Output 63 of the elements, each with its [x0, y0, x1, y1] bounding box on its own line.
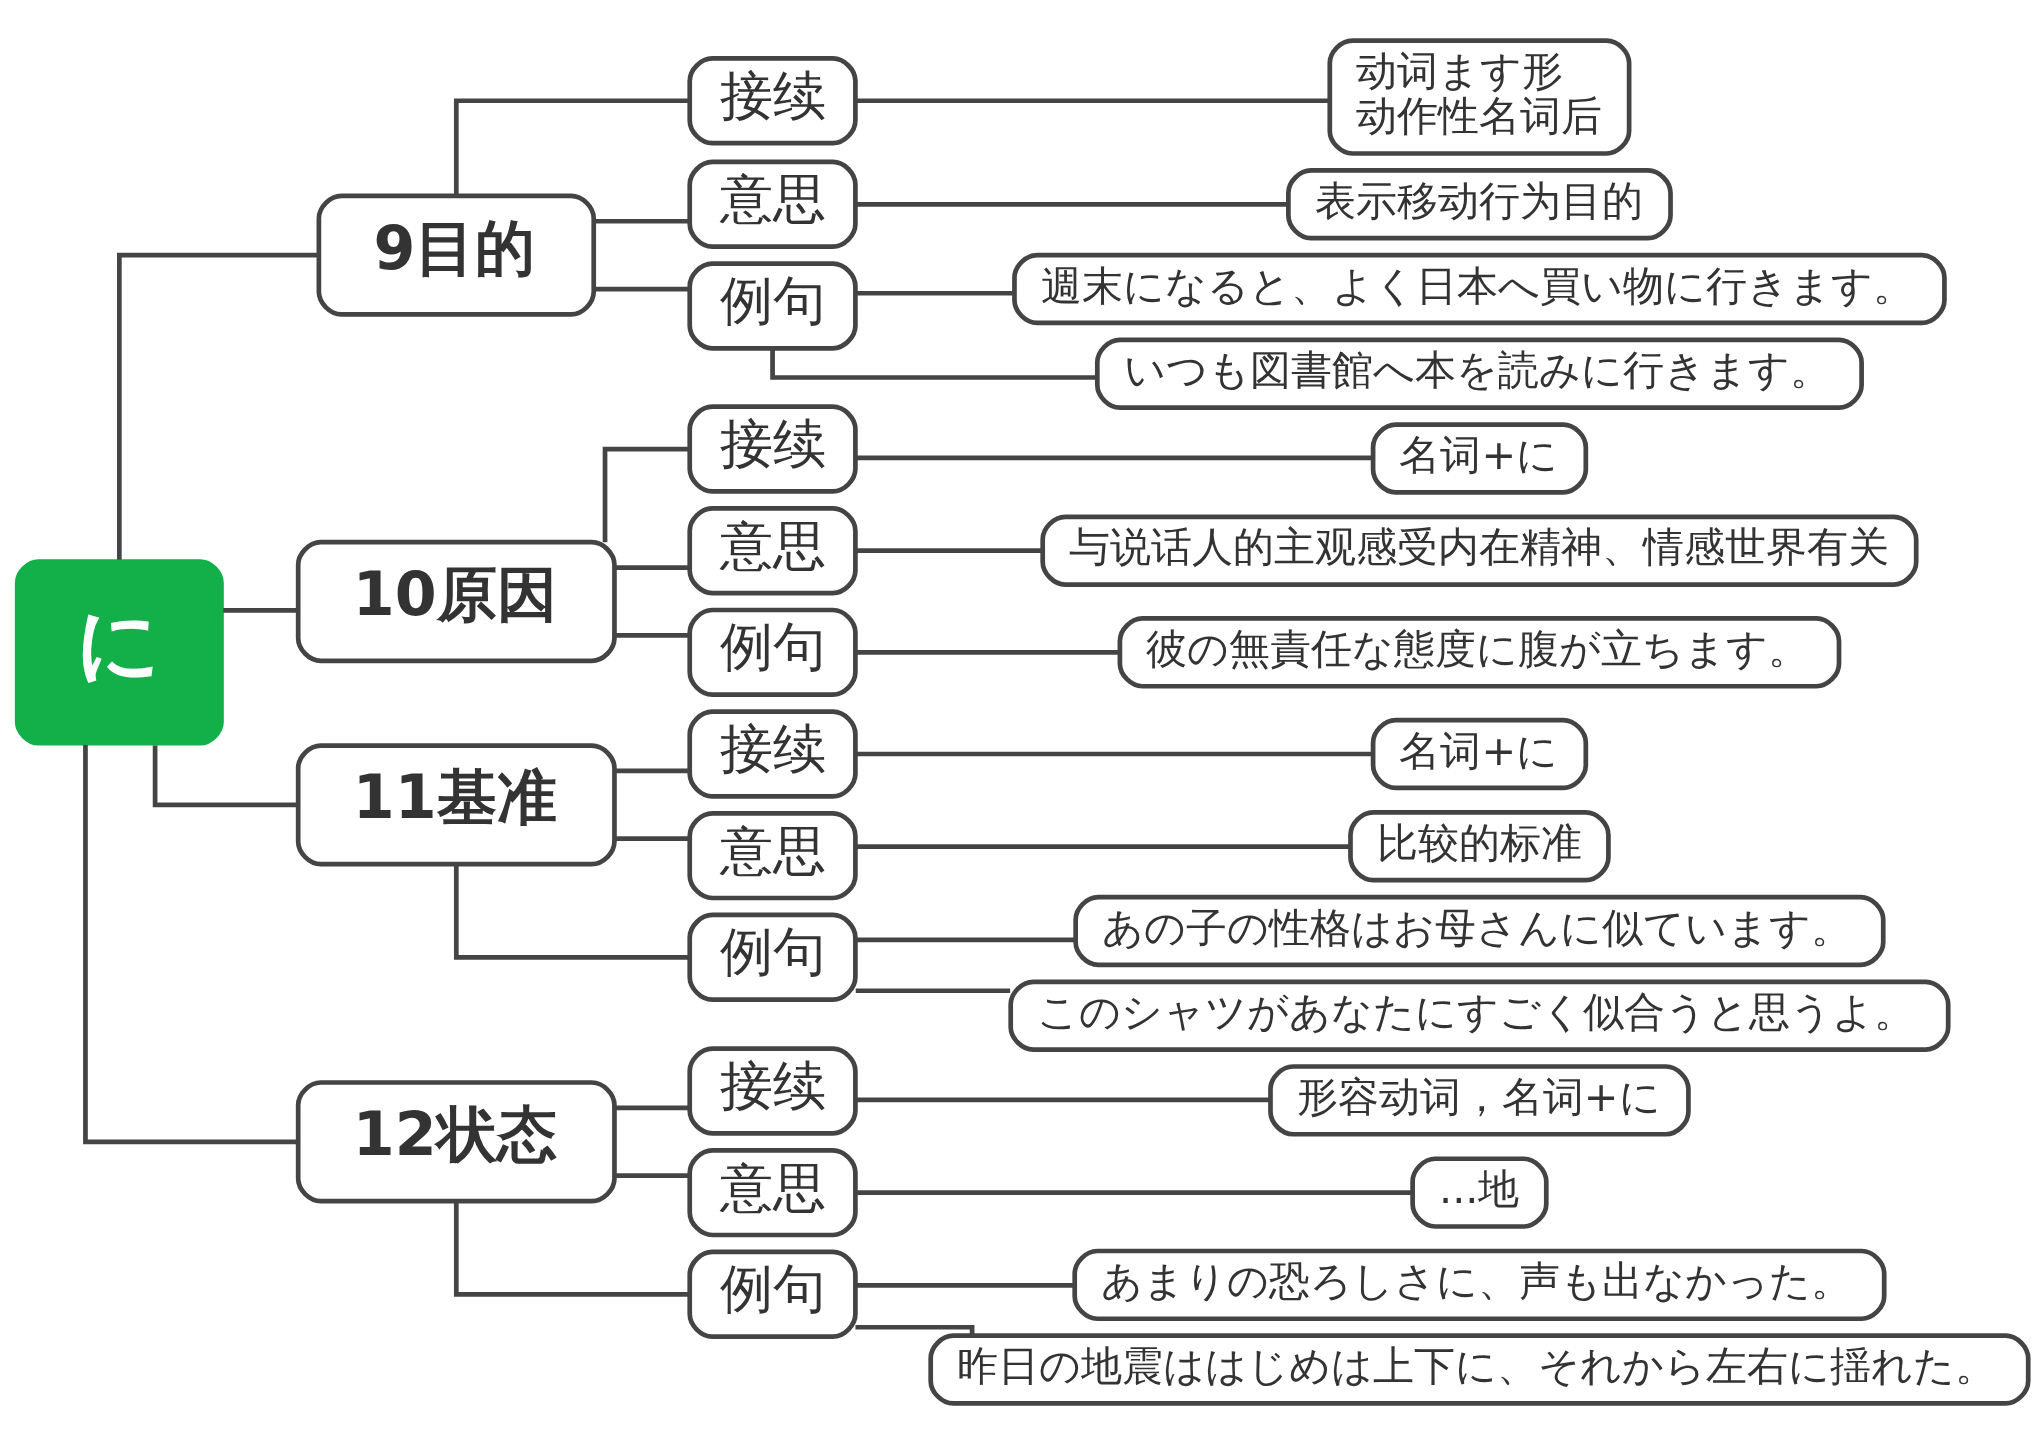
connector	[83, 745, 298, 1145]
connector	[855, 937, 1076, 943]
node-box: 9目的	[316, 193, 597, 317]
connector	[594, 286, 689, 292]
node-box: 例句	[687, 261, 858, 351]
node-box: 名词+に	[1370, 717, 1589, 791]
connector	[855, 1190, 1413, 1195]
connector	[855, 751, 1374, 757]
connector	[614, 836, 690, 842]
node-box: 接续	[687, 1046, 858, 1136]
connector	[594, 218, 689, 224]
node-box: 比较的标准	[1348, 810, 1611, 883]
node-box: 名词+に	[1370, 422, 1589, 495]
node-box: このシャツがあなたにすごく似合うと思うよ。	[1008, 979, 1951, 1052]
node-box: あの子の性格はお母さんに似ています。	[1073, 894, 1886, 968]
node-box: 表示移动行为目的	[1286, 168, 1673, 241]
node-box: ...地	[1410, 1156, 1549, 1229]
connector	[770, 348, 1098, 380]
node-box: 动词ます形 动作性名词后	[1327, 38, 1632, 156]
node-box: 意思	[687, 810, 858, 901]
node-box: 11基准	[295, 743, 617, 867]
node-box: いつも図書館へ本を読みに行きます。	[1094, 337, 1864, 410]
node-box: 彼の無責任な態度に腹が立ちます。	[1117, 616, 1842, 689]
connector	[855, 290, 1014, 296]
connector	[855, 548, 1043, 554]
node-box: 接续	[687, 404, 858, 494]
node-box: に	[14, 559, 224, 746]
connector	[855, 1097, 1270, 1103]
connector	[614, 1105, 690, 1111]
node-box: 意思	[687, 159, 858, 250]
connector	[614, 633, 690, 638]
node-box: あまりの恐ろしさに、声も出なかった。	[1072, 1248, 1887, 1322]
connector	[855, 201, 1289, 207]
connector	[614, 565, 690, 570]
connector	[152, 745, 298, 808]
connector	[855, 650, 1120, 655]
node-box: 意思	[687, 505, 858, 596]
connector	[453, 864, 690, 960]
node-box: 意思	[687, 1147, 858, 1238]
connector	[855, 1324, 975, 1336]
node-box: 12状态	[295, 1080, 617, 1204]
node-box: 10原因	[295, 539, 617, 664]
node-box: 週末になると、よく日本へ買い物に行きます。	[1012, 252, 1947, 326]
connector	[614, 768, 690, 774]
connector	[602, 446, 690, 543]
node-box: 形容动词，名词+に	[1268, 1064, 1691, 1137]
connector	[855, 455, 1374, 461]
connector	[855, 98, 1330, 104]
node-box: 接续	[687, 56, 858, 146]
connector	[453, 1201, 690, 1297]
connector	[614, 1173, 690, 1179]
node-box: 昨日の地震ははじめは上下に、それから左右に揺れた。	[928, 1333, 2031, 1406]
node-box: 例句	[687, 607, 858, 698]
node-box: 例句	[687, 912, 858, 1003]
connector	[855, 844, 1350, 850]
connector	[855, 1283, 1075, 1288]
connector	[453, 98, 690, 195]
connector	[116, 252, 319, 560]
node-box: 例句	[687, 1249, 858, 1339]
connector	[223, 608, 298, 613]
connector	[855, 988, 1011, 994]
node-box: 与说话人的主观感受内在精神、情感世界有关	[1040, 514, 1919, 587]
node-box: 接续	[687, 709, 858, 799]
